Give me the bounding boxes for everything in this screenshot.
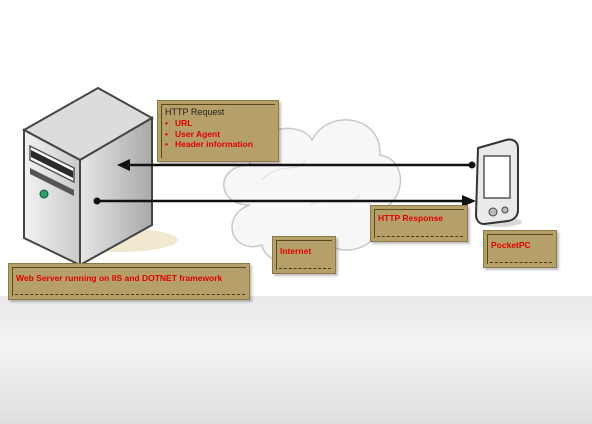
http-request-box: HTTP Request URL User Agent Header infor… bbox=[157, 100, 279, 162]
http-request-item-url: URL bbox=[165, 118, 253, 129]
internet-box: Internet bbox=[272, 236, 336, 274]
web-server-label: Web Server running on IIS and DOTNET fra… bbox=[16, 273, 223, 283]
internet-label: Internet bbox=[280, 246, 312, 256]
http-request-item-header-info: Header information bbox=[165, 139, 253, 150]
http-request-item-user-agent: User Agent bbox=[165, 129, 253, 140]
http-response-label: HTTP Response bbox=[378, 213, 444, 223]
web-server-icon bbox=[21, 86, 178, 267]
web-server-box: Web Server running on IIS and DOTNET fra… bbox=[8, 263, 250, 300]
http-request-title: HTTP Request bbox=[165, 107, 225, 117]
http-response-box: HTTP Response bbox=[370, 205, 468, 242]
http-response-arrow bbox=[93, 195, 476, 207]
pocketpc-label: PocketPC bbox=[491, 240, 531, 250]
pocketpc-device-icon bbox=[474, 138, 522, 227]
pocketpc-box: PocketPC bbox=[483, 230, 557, 268]
http-request-list: URL User Agent Header information bbox=[165, 118, 253, 150]
http-request-arrow bbox=[117, 159, 476, 171]
floor-backdrop bbox=[0, 296, 592, 424]
